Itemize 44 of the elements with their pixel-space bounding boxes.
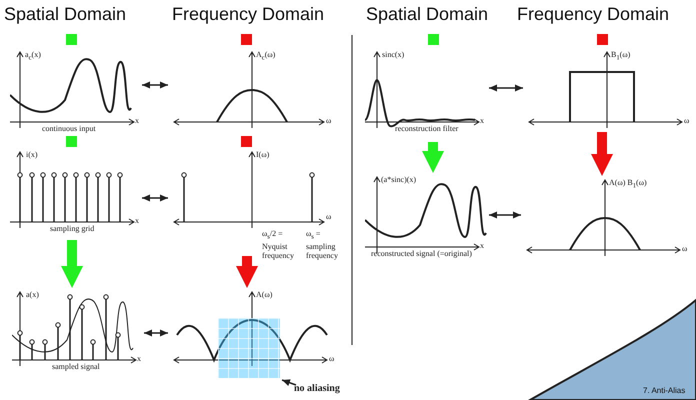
column-heading: Spatial Domain [4, 4, 126, 25]
axis-caption: sampling grid [50, 224, 94, 233]
axis-label: x [135, 216, 139, 225]
axis-label: A(ω) B$_{1}$(ω) [609, 178, 647, 191]
arrow [591, 132, 613, 176]
axis-label: B$_{1}$(ω) [611, 50, 630, 63]
arrow [61, 240, 83, 288]
arrow [236, 256, 258, 288]
axis-label: a$_{c}$(x) [25, 50, 41, 63]
axis-label: ω [329, 354, 334, 363]
axis-label: sinc(x) [382, 50, 404, 59]
axis-label: (a*sinc)(x) [381, 175, 416, 184]
arrow [422, 142, 444, 173]
column-heading: Frequency Domain [172, 4, 324, 25]
leader-line [282, 379, 296, 386]
axis-label: x [137, 354, 141, 363]
axis-label: ω [684, 116, 690, 125]
axis-caption: sampled signal [52, 362, 100, 371]
arrow [144, 330, 168, 336]
axis-label: ω [326, 212, 332, 221]
signal-plot [172, 290, 337, 380]
axis-label: A(ω) [256, 290, 272, 299]
axis-label: i(x) [26, 150, 38, 159]
axis-label: ω [682, 244, 688, 253]
axis-caption: continuous input [42, 124, 96, 133]
axis-label: I(ω) [256, 150, 270, 159]
arrow [489, 84, 523, 92]
axis-label: x [480, 241, 484, 250]
axis-caption: reconstructed signal (=original) [371, 249, 472, 258]
arrow [142, 82, 168, 88]
column-heading: Spatial Domain [366, 4, 488, 25]
footer-text: 7. Anti-Alias [643, 386, 686, 395]
axis-caption: ω$_{s}$ = sampling frequency [306, 229, 339, 260]
axis-caption: ω$_{s}$/2 = Nyquist frequency [262, 229, 295, 260]
axis-label: a(x) [26, 290, 39, 299]
arrow [142, 194, 168, 202]
axis-label: ω [326, 116, 332, 125]
axis-label: A$_{c}$(ω) [256, 50, 276, 63]
axis-caption: reconstruction filter [395, 124, 458, 133]
column-heading: Frequency Domain [517, 4, 670, 25]
axis-label: x [480, 116, 484, 125]
annotation-text: no aliasing [294, 384, 340, 393]
axis-label: x [135, 116, 139, 125]
arrow [489, 212, 521, 218]
